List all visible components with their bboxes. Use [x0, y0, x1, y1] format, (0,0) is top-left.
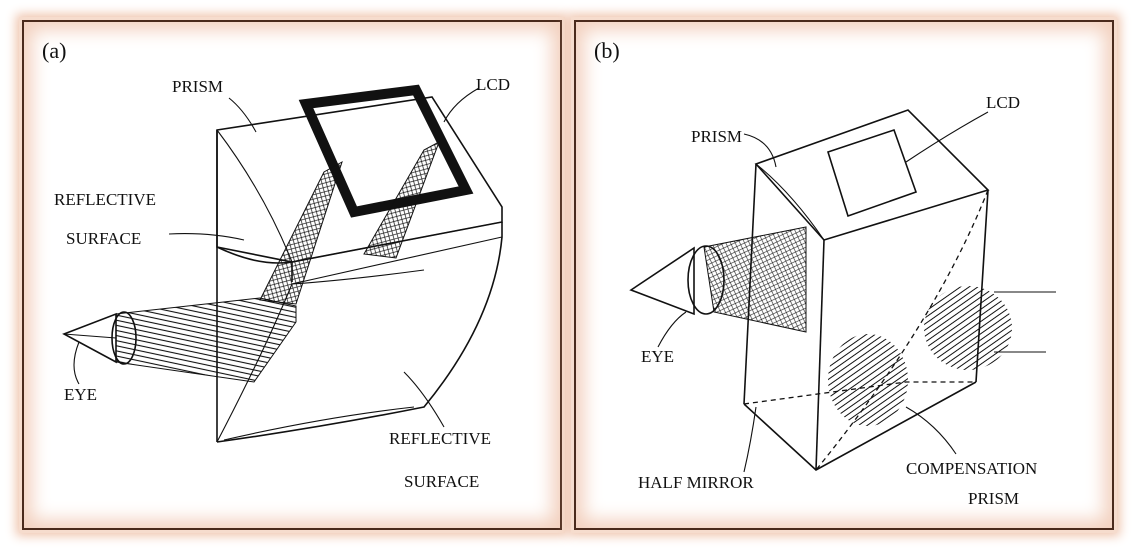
leader-reflective-surface-1: [168, 233, 245, 241]
label-reflective-surface-2-line1: REFLECTIVE: [389, 429, 491, 448]
diagram-a: (a): [42, 38, 510, 491]
label-eye-a: EYE: [64, 385, 97, 404]
label-compensation-line2: PRISM: [968, 489, 1019, 508]
label-reflective-surface-1-line2: SURFACE: [66, 229, 141, 248]
lcd-panel-b: [827, 128, 918, 218]
leader-lcd-b: [905, 111, 989, 163]
label-half-mirror: HALF MIRROR: [638, 473, 754, 492]
beam-spot-2: [924, 286, 1012, 370]
label-reflective-surface-1-line1: REFLECTIVE: [54, 190, 156, 209]
leader-lcd-a: [443, 87, 480, 123]
light-beams-a: [111, 140, 440, 383]
panel-tag-a: (a): [42, 38, 66, 63]
panel-b: (b) PRISM LCD: [574, 20, 1114, 530]
diagram-b: (b) PRISM LCD: [594, 38, 1056, 508]
eye-b: [629, 246, 695, 316]
label-prism-a: PRISM: [172, 77, 223, 96]
leader-eye-b: [657, 311, 687, 348]
panel-a: (a): [22, 20, 562, 530]
lcd-panel-a: [298, 84, 474, 218]
leader-prism-a: [228, 97, 257, 133]
label-lcd-a: LCD: [476, 75, 510, 94]
leader-half-mirror: [743, 406, 757, 473]
light-beams-b: [687, 226, 1056, 426]
leader-prism-b: [743, 133, 777, 168]
label-lcd-b: LCD: [986, 93, 1020, 112]
prism-a: [216, 96, 503, 443]
beam-spot-1: [828, 334, 908, 426]
leader-compensation: [905, 406, 957, 455]
eye-a: [62, 312, 117, 364]
label-eye-b: EYE: [641, 347, 674, 366]
panel-tag-b: (b): [594, 38, 620, 63]
label-prism-b: PRISM: [691, 127, 742, 146]
leader-eye-a: [73, 341, 80, 385]
leader-reflective-surface-2: [403, 371, 445, 428]
label-reflective-surface-2-line2: SURFACE: [404, 472, 479, 491]
label-compensation-line1: COMPENSATION: [906, 459, 1037, 478]
